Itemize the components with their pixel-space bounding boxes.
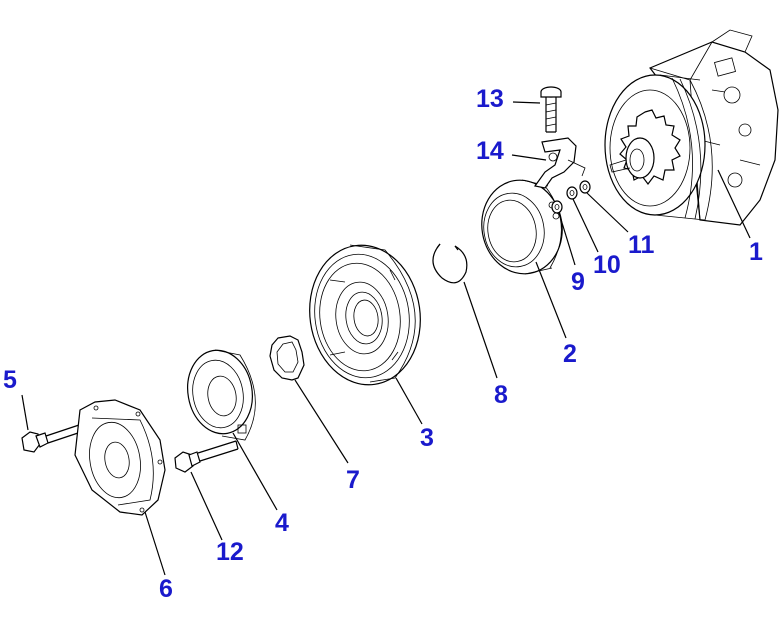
callout-7: 7 [346,466,360,494]
callout-6: 6 [159,575,173,603]
leader-lines [21,101,751,576]
bolt-left [21,423,85,453]
callout-2: 2 [563,340,577,368]
callout-10: 10 [593,251,621,279]
washer-9 [551,200,563,214]
callout-14: 14 [476,137,504,165]
callout-8: 8 [494,381,508,409]
washer-10 [566,186,578,200]
clutch-hub [187,349,256,441]
stator-coil [481,179,563,275]
compressor-body [604,29,779,226]
bolt-top [540,86,562,133]
callout-labels: 1 2 3 4 5 6 7 8 9 10 11 12 13 14 [3,85,763,603]
washer-11 [579,180,591,194]
callout-13: 13 [476,85,504,113]
snap-ring [432,243,468,284]
callout-4: 4 [275,509,289,537]
callout-12: 12 [216,538,244,566]
shim-washer [269,335,305,381]
bolt-center [174,440,239,473]
front-plate [74,399,166,516]
bracket [533,137,586,189]
callout-11: 11 [628,231,655,259]
callout-3: 3 [420,424,434,452]
callout-1: 1 [749,238,763,266]
callout-5: 5 [3,366,17,394]
callout-9: 9 [571,268,585,296]
pulley [309,244,421,386]
